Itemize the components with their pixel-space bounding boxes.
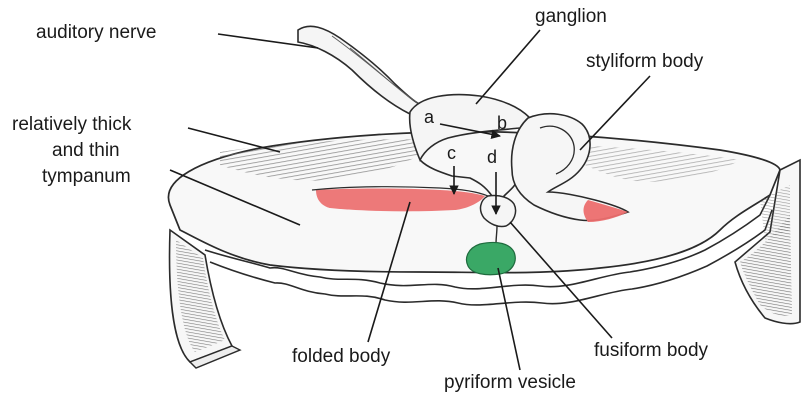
- pyriform-vesicle: [467, 242, 516, 274]
- leader-ganglion: [476, 30, 540, 104]
- folded-body: [316, 189, 485, 212]
- label-tympanum-line2: and thin: [52, 140, 120, 162]
- label-styliform-body: styliform body: [586, 51, 703, 73]
- label-fusiform-body: fusiform body: [594, 340, 708, 362]
- letter-b: b: [497, 114, 507, 132]
- label-tympanum-line1: relatively thick: [12, 114, 131, 136]
- leader-pyriform: [498, 268, 520, 370]
- letter-a: a: [424, 108, 434, 126]
- nerve-fiber-lines: [332, 36, 425, 108]
- leader-thick-tympanum: [188, 128, 280, 152]
- label-folded-body: folded body: [292, 346, 390, 368]
- letter-d: d: [487, 148, 497, 166]
- label-ganglion: ganglion: [535, 6, 607, 28]
- label-auditory-nerve: auditory nerve: [36, 22, 156, 44]
- label-pyriform-vesicle: pyriform vesicle: [444, 372, 576, 394]
- label-tympanum-line3: tympanum: [42, 166, 131, 188]
- letter-c: c: [447, 144, 456, 162]
